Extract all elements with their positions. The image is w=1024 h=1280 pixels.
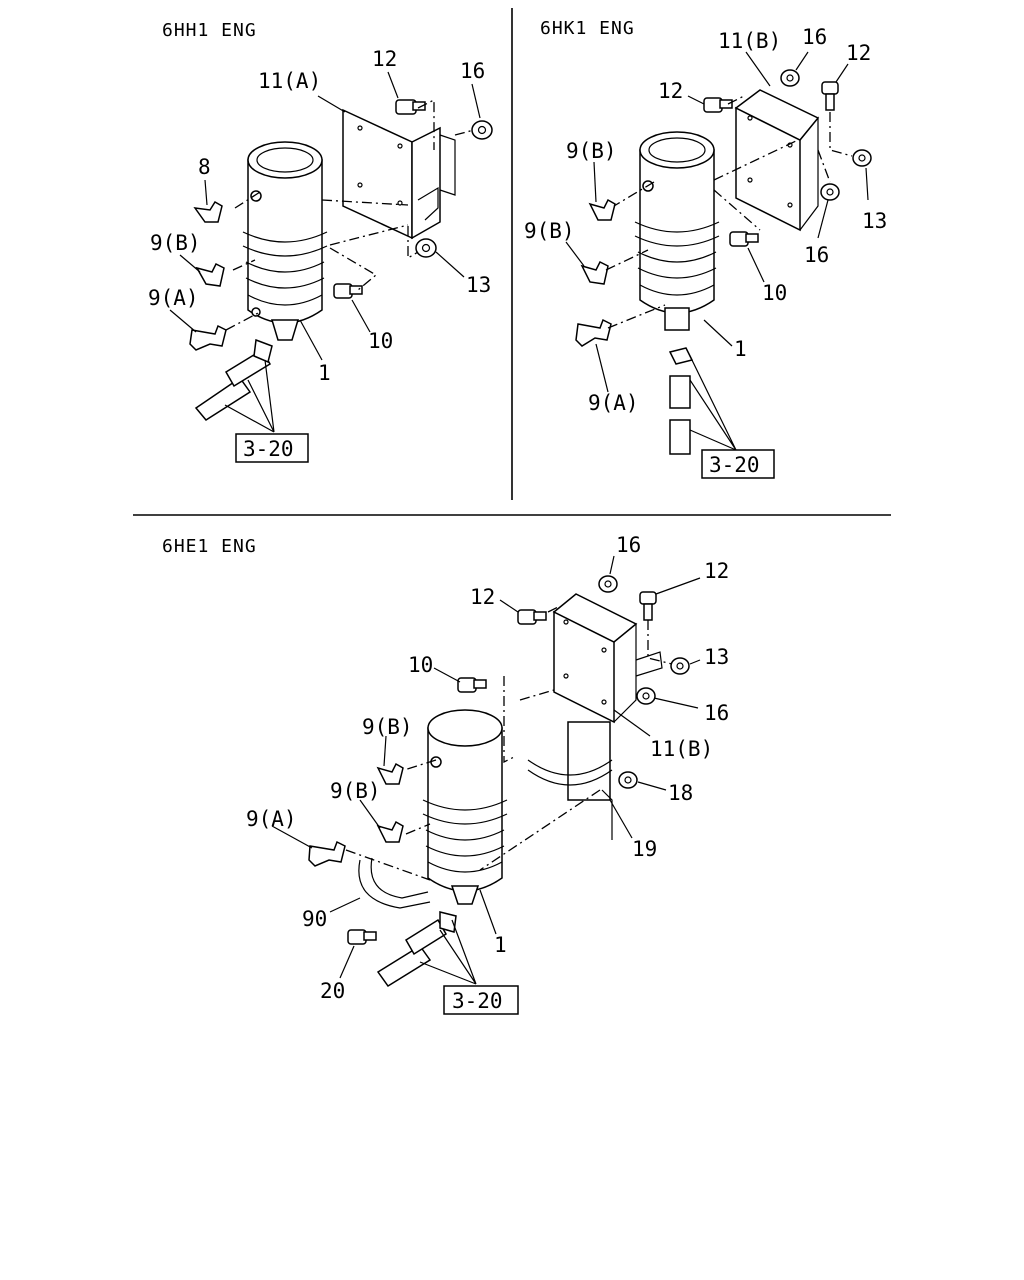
bracket-11b xyxy=(734,89,820,232)
section-6hk1: 6HK1 ENG xyxy=(524,18,887,479)
bracket-11a xyxy=(342,108,456,240)
nut-13 xyxy=(852,149,872,167)
ref-box-3-20: 3-20 xyxy=(235,433,309,463)
label-13: 13 xyxy=(862,209,887,233)
tee-fitting-9a xyxy=(575,318,612,347)
bolt-12-left xyxy=(517,609,547,625)
label-9b-lower: 9(B) xyxy=(330,779,381,803)
elbow-fitting-9b-upper xyxy=(588,198,616,221)
section-title: 6HH1 ENG xyxy=(162,20,257,41)
elbow-fitting-9b xyxy=(195,262,225,287)
label-13: 13 xyxy=(704,645,729,669)
label-12-right: 12 xyxy=(704,559,729,583)
bolt-12-right xyxy=(639,591,657,621)
label-9a: 9(A) xyxy=(246,807,297,831)
bolt-10 xyxy=(457,677,487,693)
label-12-left: 12 xyxy=(470,585,495,609)
nut-16-top xyxy=(780,69,800,87)
bolt-12-left xyxy=(703,97,733,113)
label-10: 10 xyxy=(762,281,787,305)
tee-fitting-9a xyxy=(308,840,346,867)
bolt-10 xyxy=(333,283,363,299)
filter-assembly-1 xyxy=(634,131,720,331)
nut-13 xyxy=(415,238,437,258)
nut-13 xyxy=(670,657,690,675)
hose-set xyxy=(194,338,273,421)
label-9a: 9(A) xyxy=(148,286,199,310)
label-20: 20 xyxy=(320,979,345,1003)
bracket-11b xyxy=(552,593,663,724)
label-8: 8 xyxy=(198,155,211,179)
bolt-12-right xyxy=(821,81,839,111)
section-title: 6HE1 ENG xyxy=(162,536,257,557)
label-9b-upper: 9(B) xyxy=(566,139,617,163)
bolt-20 xyxy=(347,929,377,945)
hose-set xyxy=(376,911,457,988)
label-18: 18 xyxy=(668,781,693,805)
label-9a: 9(A) xyxy=(588,391,639,415)
label-10: 10 xyxy=(368,329,393,353)
label-1: 1 xyxy=(318,361,331,385)
label-11b: 11(B) xyxy=(650,737,713,761)
label-11b: 11(B) xyxy=(718,29,781,53)
section-6he1: 6HE1 ENG xyxy=(162,533,729,1015)
label-12-right: 12 xyxy=(846,41,871,65)
clamp-19 xyxy=(527,721,613,840)
label-10: 10 xyxy=(408,653,433,677)
bolt-10 xyxy=(729,231,759,247)
section-6hh1: 6HH1 ENG xyxy=(148,20,493,463)
nut-16-bottom xyxy=(820,183,840,201)
tee-fitting-9a xyxy=(189,324,227,351)
label-9b-upper: 9(B) xyxy=(362,715,413,739)
label-16-top: 16 xyxy=(616,533,641,557)
nut-16 xyxy=(471,120,493,140)
elbow-fitting-9b-lower xyxy=(580,260,609,285)
label-1: 1 xyxy=(734,337,747,361)
label-19: 19 xyxy=(632,837,657,861)
elbow-fitting-9b-lower xyxy=(376,820,404,843)
ref-label: 3-20 xyxy=(709,453,760,477)
bolt-12 xyxy=(395,99,426,115)
filter-assembly-1 xyxy=(242,141,328,341)
label-16-top: 16 xyxy=(802,25,827,49)
label-16: 16 xyxy=(460,59,485,83)
label-12: 12 xyxy=(372,47,397,71)
elbow-fitting-8 xyxy=(193,200,223,223)
label-12-left: 12 xyxy=(658,79,683,103)
label-9b: 9(B) xyxy=(150,231,201,255)
nut-16-top xyxy=(598,575,618,593)
filter-assembly-1 xyxy=(422,709,508,905)
section-title: 6HK1 ENG xyxy=(540,18,635,39)
elbow-fitting-9b-upper xyxy=(376,762,404,785)
nut-16-bottom xyxy=(636,687,656,705)
ref-label: 3-20 xyxy=(452,989,503,1013)
label-90: 90 xyxy=(302,907,327,931)
label-11a: 11(A) xyxy=(258,69,321,93)
ref-box-3-20: 3-20 xyxy=(701,449,775,479)
label-9b-lower: 9(B) xyxy=(524,219,575,243)
ref-box-3-20: 3-20 xyxy=(443,985,519,1015)
label-16-bottom: 16 xyxy=(704,701,729,725)
hose-set xyxy=(668,347,694,455)
label-13: 13 xyxy=(466,273,491,297)
nut-18 xyxy=(618,771,638,789)
clamp-90 xyxy=(358,857,431,909)
label-16-bottom: 16 xyxy=(804,243,829,267)
label-1: 1 xyxy=(494,933,507,957)
ref-label: 3-20 xyxy=(243,437,294,461)
